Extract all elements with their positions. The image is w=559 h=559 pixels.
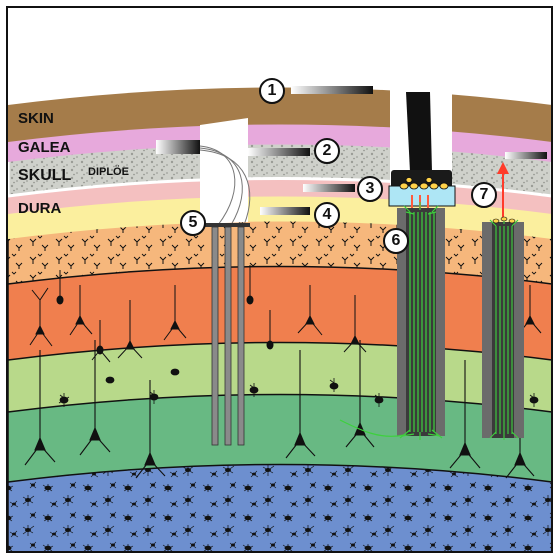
label-skull: SKULL [18,167,72,184]
marker-7: 7 [471,182,497,208]
sensor-7 [505,152,547,159]
label-dura: DURA [18,200,62,217]
probe-5-shank-1 [211,226,219,446]
implant-7-arrow [497,162,509,174]
marker-1: 1 [259,78,285,104]
marker-6: 6 [383,228,409,254]
sensor-2 [248,148,310,156]
marker-2: 2 [314,138,340,164]
sensor-1 [291,86,373,94]
label-galea: GALEA [18,139,71,156]
implant-6-core [406,208,436,436]
marker-5: 5 [180,210,206,236]
probe-5-chip [156,140,200,154]
implant-6-leds [399,177,449,190]
sensor-3 [303,184,355,192]
probe-5 [156,140,251,446]
marker-4: 4 [314,202,340,228]
label-diploe: DIPLÖE [88,166,129,178]
probe-5-base [205,223,250,227]
sensor-4 [260,207,310,215]
white-matter-layer [7,461,553,553]
implant-6-fibers [409,212,435,432]
implant-7-fibers [495,226,513,434]
probe-5-shank-3 [237,226,245,446]
probe-5-shank-2 [224,226,232,446]
craniotomy-opening-5 [200,118,248,224]
implant-6-post [406,92,432,172]
marker-3: 3 [357,176,383,202]
implant-7-core [492,222,514,438]
implant-7 [482,162,524,440]
label-skin: SKIN [18,110,54,127]
frame-border [6,6,553,553]
